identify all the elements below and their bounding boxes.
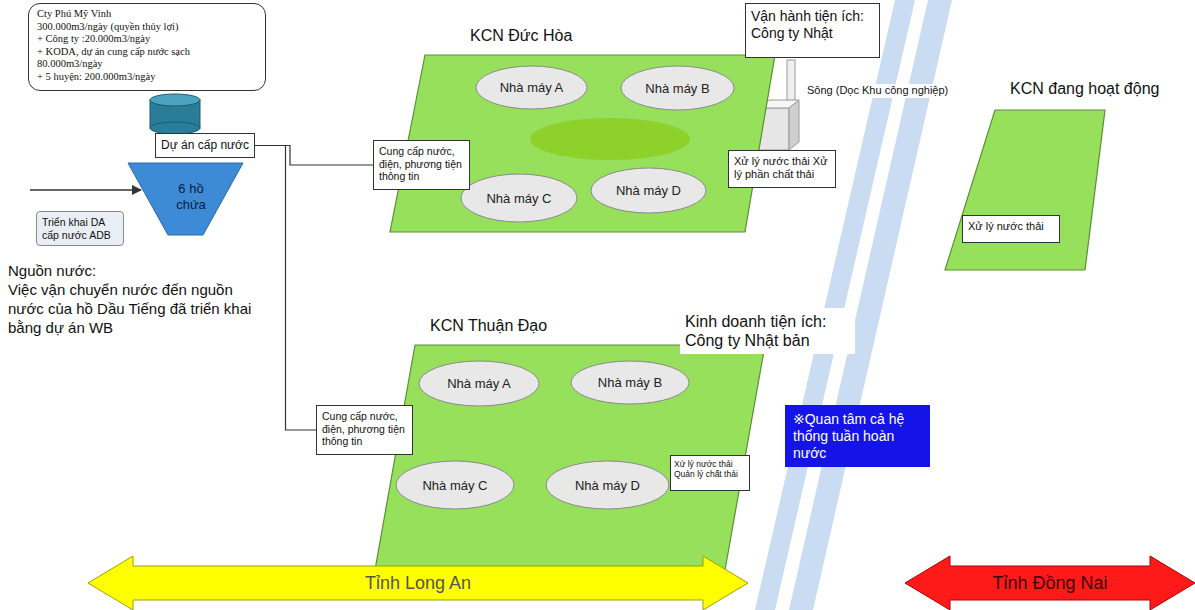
zone-parallelogram: KCN đang hoạt độngXử lý nước thải: [945, 110, 1105, 270]
node-text: Cung cấp nước, điện, phương tiện thông t…: [322, 410, 407, 448]
funnel-outline: [128, 163, 243, 235]
shape-outline: [945, 110, 1105, 270]
node-text: Nhà máy C: [486, 191, 551, 206]
note-box: Triển khai DA cấp nước ADB: [36, 211, 124, 246]
node-text: Nhà máy D: [575, 478, 640, 493]
water-tank: [150, 94, 200, 134]
treatment-box: Xử lý nước thải Xử lý phần chất thải: [728, 150, 836, 188]
text-wrap: Tỉnh Long An: [88, 556, 748, 610]
node-text: Nhà máy C: [422, 478, 487, 493]
arrow-outline: [88, 556, 748, 610]
factory-outline: [571, 361, 689, 404]
text-wrap: Nhà máy B: [620, 65, 735, 111]
arrow-outline: [905, 556, 1195, 610]
factory-ellipse: Nhà máy B: [570, 360, 690, 405]
node-text: Xử lý nước thải: [968, 220, 1054, 233]
factory-ellipse: Nhà máy D: [545, 460, 670, 510]
info-box: Cty Phú Mỹ Vinh300.000m3/ngày (quyền thủ…: [28, 3, 266, 91]
node-text: Tỉnh Đồng Nai: [992, 573, 1107, 594]
node-text: Cty Phú Mỹ Vinh: [37, 8, 257, 21]
reservoir-funnel: 6 hồ chứa: [128, 163, 243, 235]
supply-box: Cung cấp nước, điện, phương tiện thông t…: [373, 140, 470, 190]
node-text: 6 hồ chứa: [166, 181, 216, 212]
factory-outline: [546, 461, 669, 509]
zone-outline: [945, 110, 1105, 270]
highlight-box: ※Quan tâm cả hệ thống tuần hoàn nước: [785, 405, 930, 467]
node-text: Triển khai DA cấp nước ADB: [42, 216, 118, 241]
node-text: Nhà máy D: [616, 183, 681, 198]
factory-ellipse: Nhà máy B: [620, 65, 735, 111]
factory-outline: [621, 66, 734, 110]
node-text: Kinh doanh tiện ích: Công ty Nhật bản: [685, 312, 850, 350]
node-text: Tỉnh Long An: [365, 573, 471, 594]
factory-outline: [396, 461, 514, 509]
text-wrap: Nhà máy B: [570, 360, 690, 405]
text-wrap: Nhà máy C: [395, 460, 515, 510]
green-plot: [530, 118, 690, 160]
node-text: + 5 huyện: 200.000m3/ngày: [37, 71, 257, 84]
province-arrow: Tỉnh Long An: [88, 556, 748, 610]
inflow-arrow: [30, 189, 141, 190]
zone-outline: [375, 345, 765, 570]
river-label: Sông (Dọc Khu công nghiệp): [805, 84, 950, 98]
utility-box: Kinh doanh tiện ích: Công ty Nhật bản: [680, 308, 855, 354]
node-text: 300.000m3/ngày (quyền thủy lợi): [37, 21, 257, 34]
node-text: KCN Thuận Đạo: [430, 317, 547, 335]
factory-ellipse: Nhà máy A: [475, 65, 588, 110]
node-text: Nhà máy B: [645, 81, 709, 96]
factory-ellipse: Nhà máy C: [460, 173, 578, 223]
factory-ellipse: Nhà máy D: [590, 167, 707, 214]
node-text: ※Quan tâm cả hệ thống tuần hoàn nước: [793, 411, 922, 461]
node-text: Dự án cấp nước: [161, 138, 249, 152]
node-text: + Công ty :20.000m3/ngày: [37, 33, 257, 46]
supply-box: Cung cấp nước, điện, phương tiện thông t…: [316, 405, 413, 455]
note-text: Việc vận chuyển nước đến nguồn nước của …: [8, 281, 266, 337]
node-text: Nhà máy A: [500, 80, 564, 95]
factory-ellipse: Nhà máy A: [418, 360, 540, 407]
connector-line: [255, 146, 373, 166]
note-text: Nguồn nước:: [8, 262, 266, 281]
node-text: Xử lý nước thải Xử lý phần chất thải: [734, 155, 830, 181]
factory-outline: [476, 66, 587, 109]
connector-line: [255, 146, 316, 431]
text-wrap: Nhà máy D: [545, 460, 670, 510]
node-text: Xử lý nước thải Quản lý chất thải: [674, 459, 746, 479]
text-wrap: Nhà máy C: [460, 173, 578, 223]
text-wrap: Tỉnh Đồng Nai: [905, 556, 1195, 610]
node-text: Nhà máy B: [598, 375, 662, 390]
text-wrap: Nhà máy D: [590, 167, 707, 214]
treatment-box: Xử lý nước thải: [962, 215, 1060, 243]
node-text: Nhà máy A: [447, 376, 511, 391]
factory-outline: [461, 174, 577, 222]
factory-outline: [419, 361, 539, 406]
node-text: KCN Đức Hòa: [470, 27, 572, 45]
province-arrow: Tỉnh Đồng Nai: [905, 556, 1195, 610]
node-text: KCN đang hoạt động: [1010, 80, 1159, 98]
text-wrap: Nhà máy A: [475, 65, 588, 110]
treatment-box: Xử lý nước thải Quản lý chất thải: [670, 455, 750, 491]
utility-box: Vận hành tiện ích: Công ty Nhật: [745, 3, 880, 58]
process-box: Dự án cấp nước: [155, 133, 255, 158]
river-stripe: [789, 0, 952, 610]
node-text: + KODA, dự án cung cấp nước sạch 80.000m…: [37, 46, 257, 71]
factory-ellipse: Nhà máy C: [395, 460, 515, 510]
node-text: Vận hành tiện ích: Công ty Nhật: [751, 8, 874, 42]
factory-outline: [591, 168, 706, 213]
text-wrap: Nhà máy A: [418, 360, 540, 407]
node-text: Cung cấp nước, điện, phương tiện thông t…: [379, 145, 464, 183]
